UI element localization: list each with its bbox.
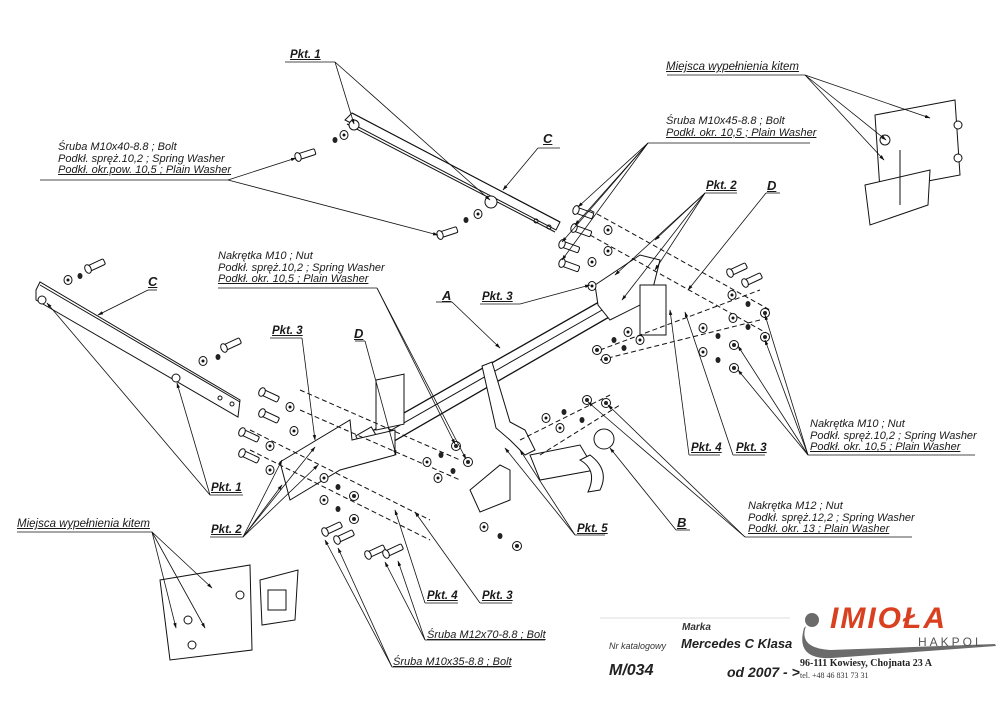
part-d-label-left: D: [354, 326, 364, 341]
part-b-label: B: [677, 515, 687, 530]
part-a-label: A: [442, 288, 452, 303]
spec-bolt-m10x45: Śruba M10x45-8.8 ; Bolt Podkł. okr. 10,5…: [666, 115, 817, 139]
make-value: Mercedes C Klasa: [681, 636, 793, 651]
fasteners: [63, 130, 770, 561]
detail-top-right: [864, 99, 963, 226]
plate-d-left: [375, 373, 405, 431]
brand-logo-sub: HAKPOL: [918, 635, 985, 649]
make-label: Marka: [682, 622, 711, 633]
crossbar-a: [355, 289, 631, 456]
pkt3-label-left: Pkt. 3: [272, 325, 303, 337]
pkt3-label-mid: Pkt. 3: [482, 291, 513, 303]
pkt2-label-left: Pkt. 2: [211, 524, 242, 536]
pkt4-label-right: Pkt. 4: [691, 442, 722, 454]
pkt3-label-bottom: Pkt. 3: [482, 590, 513, 602]
detail-bottom-left: [159, 564, 299, 661]
company-phone: tel. +48 46 831 73 31: [800, 671, 869, 680]
spec-nut-m10-right: Nakrętka M10 ; Nut Podkł. spręż.10,2 ; S…: [810, 418, 977, 453]
catalog-number-label: Nr katalogowy: [609, 641, 667, 651]
strap-c-left: [35, 281, 241, 418]
pkt1-label-left: Pkt. 1: [211, 482, 242, 494]
pkt5-label: Pkt. 5: [577, 523, 608, 535]
part-d-label-right: D: [767, 178, 777, 193]
spec-nut-m10-left: Nakrętka M10 ; Nut Podkł. spręż.10,2 ; S…: [218, 250, 385, 285]
bracket-left: [279, 419, 396, 501]
plate-d-right: [639, 284, 667, 336]
catalog-number: M/034: [609, 662, 654, 679]
spec-nut-m12: Nakrętka M12 ; Nut Podkł. spręż.12,2 ; S…: [748, 500, 915, 535]
brand-logo: IMIOŁA: [830, 602, 947, 635]
pkt1-label-top: Pkt. 1: [290, 49, 321, 61]
sealant-label-top: Miejsca wypełnienia kitem: [666, 61, 799, 73]
sealant-label-bottom: Miejsca wypełnienia kitem: [17, 518, 150, 530]
pkt4-label-bottom: Pkt. 4: [427, 590, 458, 602]
spec-bolt-m10x40: Śruba M10x40-8.8 ; Bolt Podkł. spręż.10,…: [58, 141, 232, 176]
spec-bolt-m10x35: Śruba M10x35-8.8 ; Bolt: [393, 656, 512, 668]
pkt2-label-right: Pkt. 2: [706, 180, 737, 192]
ball-hook-b: [529, 428, 615, 493]
spec-bolt-m12x70: Śruba M12x70-8.8 ; Bolt: [427, 629, 546, 641]
pkt3-label-right: Pkt. 3: [736, 442, 767, 454]
socket-plate: [469, 464, 511, 513]
part-c-label-left: C: [148, 274, 158, 289]
strap-c-top: [344, 112, 561, 233]
logo-graphic: [802, 613, 996, 659]
model-year: od 2007 - >: [727, 664, 800, 680]
company-address: 96-111 Kowiesy, Chojnata 23 A: [800, 658, 932, 669]
part-c-label-top: C: [543, 131, 553, 146]
